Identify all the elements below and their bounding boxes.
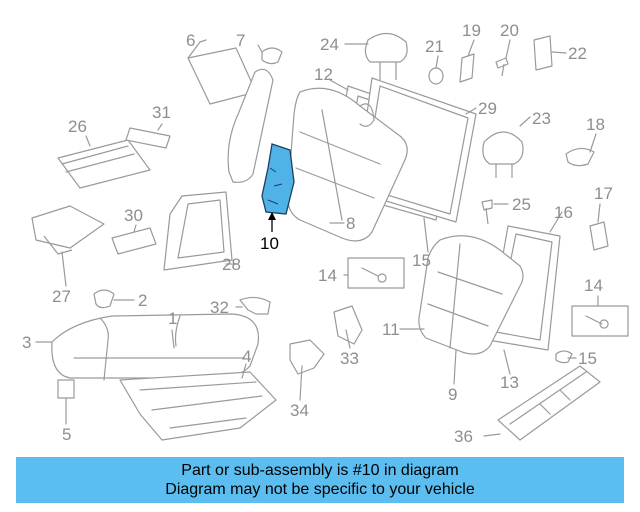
label-12: 12 xyxy=(314,65,333,84)
part-22 xyxy=(428,67,444,85)
info-banner: Part or sub-assembly is #10 in diagram D… xyxy=(16,457,624,503)
part-21 xyxy=(495,57,509,77)
label-16: 15 xyxy=(412,251,431,270)
label-33: 32 xyxy=(210,298,229,317)
label-35: 34 xyxy=(290,401,309,420)
label-7: 7 xyxy=(236,31,245,50)
part-24 xyxy=(482,131,524,178)
label-8: 8 xyxy=(346,214,355,233)
label-9: 9 xyxy=(448,385,457,404)
part-19 xyxy=(565,147,595,167)
part-36 xyxy=(497,365,601,441)
label-10: 10 xyxy=(260,234,279,253)
label-5: 5 xyxy=(62,425,71,444)
label-14a: 14 xyxy=(318,266,337,285)
part-25 xyxy=(364,32,408,80)
label-27: 26 xyxy=(68,117,87,136)
part-10-highlighted xyxy=(261,143,295,232)
label-14b: 14 xyxy=(584,276,603,295)
part-23 xyxy=(533,35,553,71)
part-14-kit-a xyxy=(347,257,405,289)
label-4: 4 xyxy=(242,347,251,366)
label-13: 13 xyxy=(500,373,519,392)
part-9-11 xyxy=(418,235,524,355)
label-31: 30 xyxy=(124,206,143,225)
part-1-3-4 xyxy=(51,313,260,381)
part-32 xyxy=(125,127,171,149)
label-22: 21 xyxy=(425,37,444,56)
label-34: 33 xyxy=(340,349,359,368)
label-19: 18 xyxy=(586,115,605,134)
part-18 xyxy=(589,221,609,251)
label-28: 27 xyxy=(52,287,71,306)
label-11: 11 xyxy=(382,320,400,339)
label-24: 23 xyxy=(532,109,551,128)
label-25: 24 xyxy=(320,35,339,54)
part-14-kit-b xyxy=(571,305,629,337)
part-15 xyxy=(555,350,573,364)
label-18: 17 xyxy=(594,184,613,203)
part-33 xyxy=(239,296,271,315)
label-17: 16 xyxy=(554,203,573,222)
label-2: 2 xyxy=(138,291,147,310)
part-7 xyxy=(261,47,283,65)
part-26 xyxy=(481,199,493,225)
label-6: 6 xyxy=(186,31,195,50)
part-4-frame xyxy=(119,371,277,441)
label-30: 29 xyxy=(478,99,497,118)
label-20: 19 xyxy=(462,21,481,40)
leader-lines xyxy=(35,39,601,437)
label-21: 20 xyxy=(500,21,519,40)
label-36: 36 xyxy=(454,427,473,446)
part-31 xyxy=(111,227,157,255)
banner-line-1: Part or sub-assembly is #10 in diagram xyxy=(181,462,459,479)
part-8 xyxy=(287,87,408,242)
parts-diagram: 6 7 24 12 21 19 20 22 29 23 18 25 17 16 … xyxy=(22,21,629,446)
part-29 xyxy=(163,191,233,271)
label-15: 15 xyxy=(578,349,597,368)
label-3: 3 xyxy=(22,333,31,352)
callout-labels: 6 7 24 12 21 19 20 22 29 23 18 25 17 16 … xyxy=(22,21,613,446)
label-26: 25 xyxy=(512,195,531,214)
label-29: 28 xyxy=(222,255,241,274)
part-5 xyxy=(57,379,75,399)
part-35 xyxy=(289,339,325,375)
label-32: 31 xyxy=(152,103,171,122)
part-28 xyxy=(31,205,105,255)
label-23: 22 xyxy=(568,44,587,63)
label-1: 1 xyxy=(168,309,177,328)
side-trim xyxy=(227,68,274,183)
banner-line-2: Diagram may not be specific to your vehi… xyxy=(165,481,475,498)
part-20 xyxy=(459,53,475,83)
part-27 xyxy=(57,139,151,189)
part-34 xyxy=(333,305,363,345)
part-2 xyxy=(93,289,115,309)
